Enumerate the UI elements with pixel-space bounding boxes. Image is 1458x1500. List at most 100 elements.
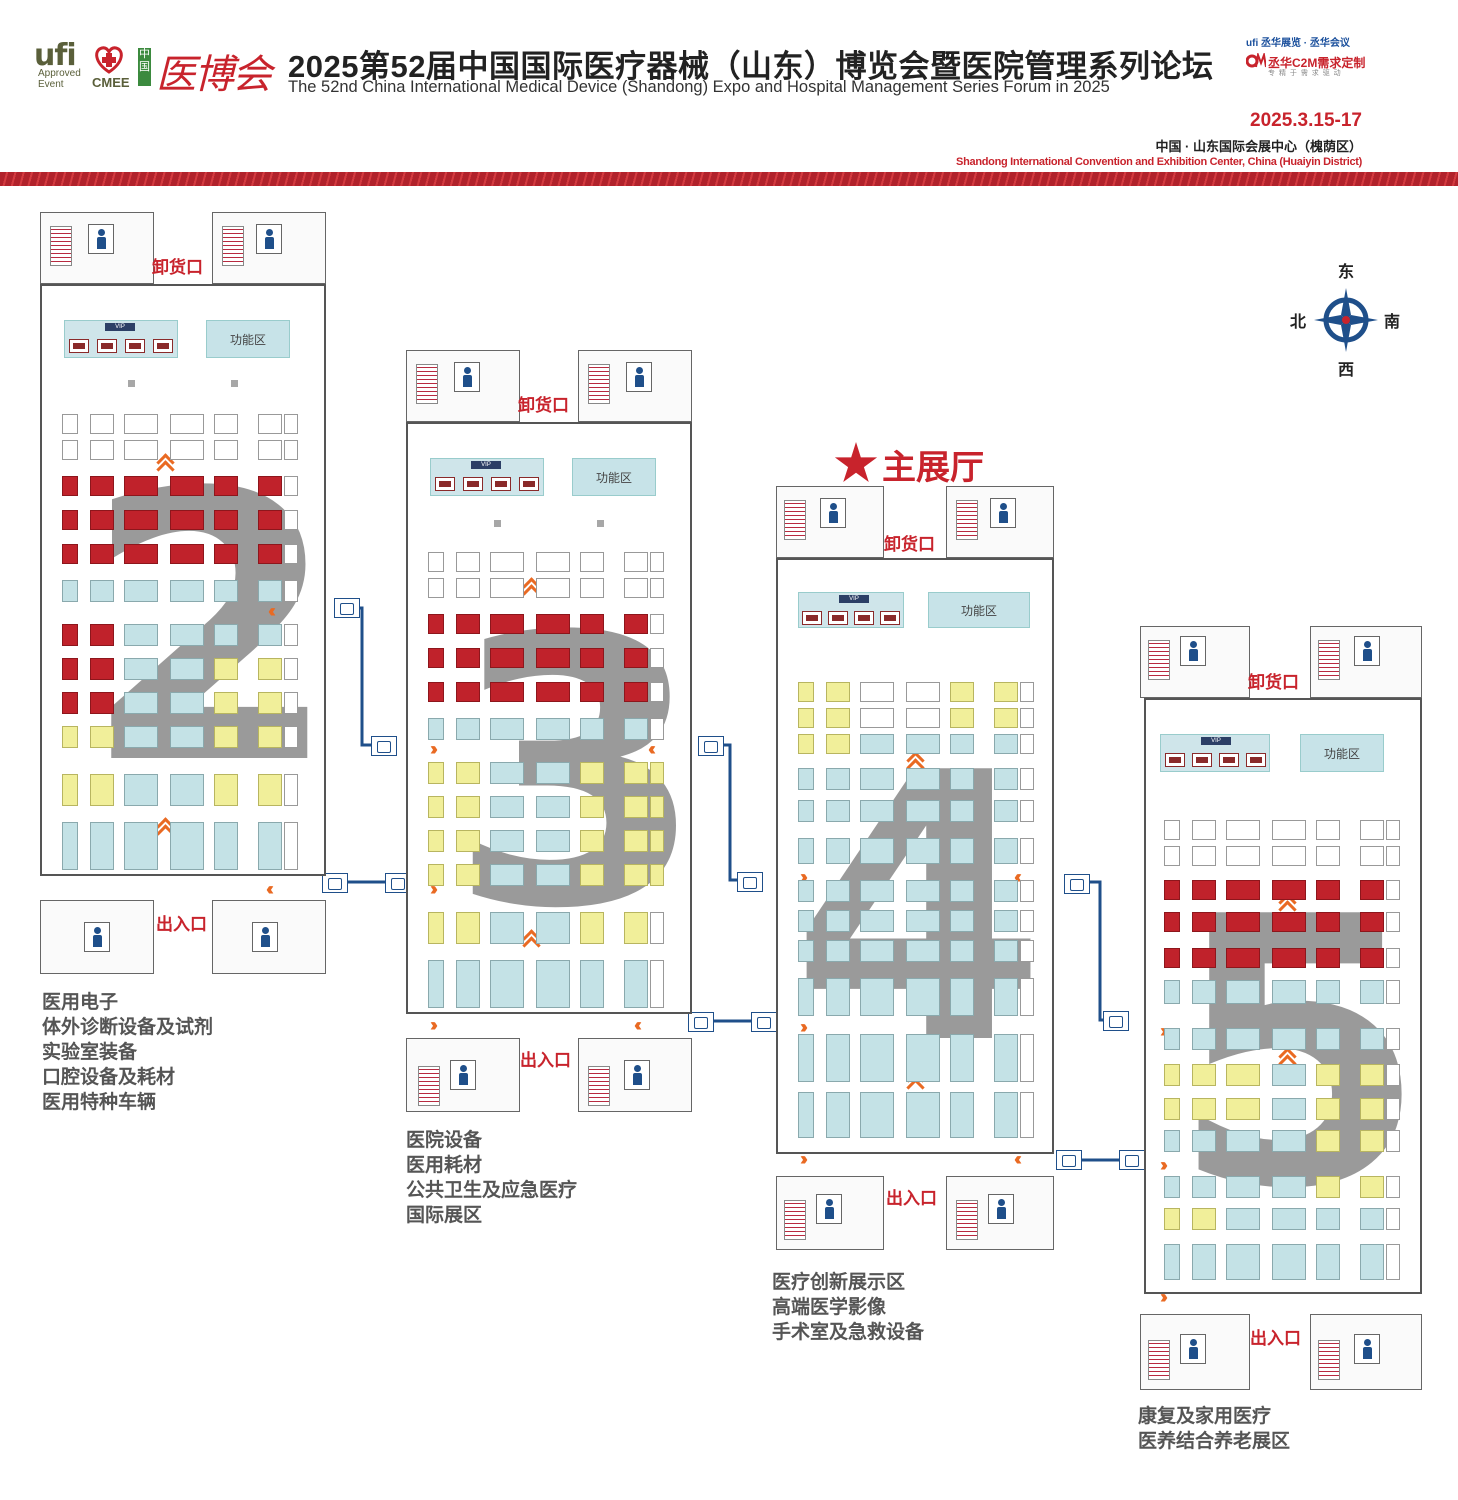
compass-east: 东 <box>1338 264 1355 281</box>
booth <box>580 864 604 886</box>
connector-door[interactable] <box>737 872 763 892</box>
booth <box>860 880 894 902</box>
booth <box>124 692 158 714</box>
booth <box>490 796 524 818</box>
vip-seat <box>1192 753 1212 767</box>
booth <box>650 682 664 702</box>
booth <box>1360 1244 1384 1280</box>
connector-door[interactable] <box>698 736 724 756</box>
booth <box>580 578 604 598</box>
restroom-icon <box>1354 636 1380 666</box>
booth <box>798 880 814 902</box>
connector-door[interactable] <box>322 873 348 893</box>
booth <box>124 476 158 496</box>
restroom-icon <box>454 362 480 392</box>
booth <box>950 682 974 702</box>
booth <box>826 1092 850 1138</box>
direction-arrow-left: ‹‹‹ <box>648 739 656 759</box>
connector-door[interactable] <box>1119 1150 1145 1170</box>
connector-door[interactable] <box>1064 874 1090 894</box>
booth <box>490 682 524 702</box>
vip-room: VIP <box>64 320 178 358</box>
booth <box>284 544 298 564</box>
booth <box>1020 1092 1034 1138</box>
category-item: 实验室装备 <box>42 1042 138 1063</box>
booth <box>1316 880 1340 900</box>
booth <box>62 544 78 564</box>
booth <box>650 578 664 598</box>
vip-seat <box>491 477 511 491</box>
booth <box>860 940 894 962</box>
entrance-label: 出入口 <box>886 1189 937 1208</box>
connector-door[interactable] <box>385 873 411 893</box>
booth <box>428 762 444 784</box>
booth <box>1272 948 1306 968</box>
booth <box>580 682 604 702</box>
booth <box>624 960 648 1008</box>
booth <box>950 880 974 902</box>
booth <box>1226 1098 1260 1120</box>
pillar <box>597 520 604 527</box>
connector-door[interactable] <box>1056 1150 1082 1170</box>
restroom-icon <box>84 922 110 952</box>
booth <box>1226 1028 1260 1050</box>
booth <box>1020 880 1034 902</box>
booth <box>950 768 974 790</box>
booth <box>906 838 940 864</box>
booth <box>214 544 238 564</box>
pillar <box>494 520 501 527</box>
stairs-icon <box>222 226 244 266</box>
booth <box>906 734 940 754</box>
booth <box>284 774 298 806</box>
booth <box>580 552 604 572</box>
booth <box>950 708 974 728</box>
booth <box>1192 1064 1216 1086</box>
connector-door[interactable] <box>1103 1011 1129 1031</box>
booth <box>536 912 570 944</box>
booth <box>258 624 282 646</box>
booth <box>1360 1028 1384 1050</box>
booth <box>170 544 204 564</box>
booth <box>536 682 570 702</box>
booth <box>490 552 524 572</box>
booth <box>1360 912 1384 932</box>
vip-room: VIP <box>798 592 904 628</box>
booth <box>1192 1028 1216 1050</box>
booth <box>1386 1208 1400 1230</box>
booth <box>826 708 850 728</box>
booth <box>62 692 78 714</box>
booth <box>258 414 282 434</box>
booth <box>284 510 298 530</box>
connector-door[interactable] <box>334 598 360 618</box>
booth <box>1386 820 1400 840</box>
booth <box>1226 880 1260 900</box>
booth <box>1360 1130 1384 1152</box>
connector-door[interactable] <box>688 1012 714 1032</box>
booth <box>650 864 664 886</box>
booth <box>62 476 78 496</box>
booth <box>1360 980 1384 1004</box>
connector-door[interactable] <box>751 1012 777 1032</box>
booth <box>1272 880 1306 900</box>
booth <box>906 768 940 790</box>
booth <box>1226 1208 1260 1230</box>
compass-west: 西 <box>1338 362 1355 379</box>
booth <box>284 624 298 646</box>
booth <box>1164 980 1180 1004</box>
booth <box>536 864 570 886</box>
booth <box>798 800 814 822</box>
entrance-label: 出入口 <box>156 915 207 934</box>
connector-door[interactable] <box>371 736 397 756</box>
booth <box>1192 820 1216 840</box>
restroom-icon <box>1180 1334 1206 1364</box>
booth <box>1020 768 1034 790</box>
booth <box>580 830 604 852</box>
booth <box>170 580 204 602</box>
booth <box>1360 880 1384 900</box>
booth <box>258 510 282 530</box>
booth <box>1316 1130 1340 1152</box>
booth <box>536 578 570 598</box>
booth <box>1164 1208 1180 1230</box>
restroom-icon <box>990 498 1016 528</box>
booth <box>650 830 664 852</box>
